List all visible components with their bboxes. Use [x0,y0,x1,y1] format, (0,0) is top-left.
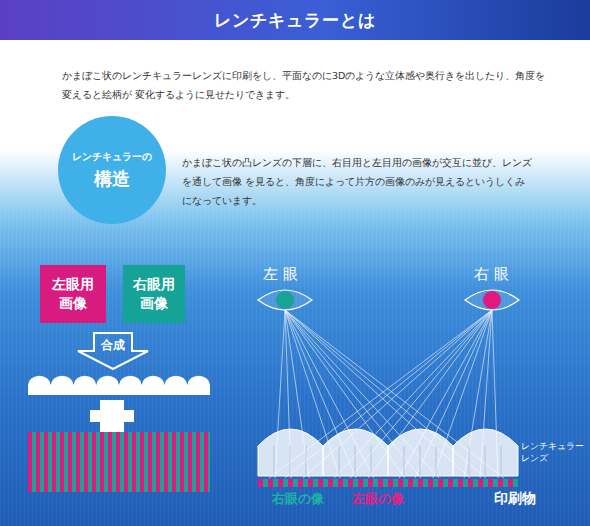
node-heading: 構造 [94,167,130,191]
structure-paragraph: かまぼこ状の凸レンズの下層に、右目用と左目用の画像が交互に並び、レンズを通して画… [182,153,532,210]
header-band: レンチキュラーとは [0,0,590,40]
lens-element [258,429,323,476]
print-label: 印刷物 [494,490,564,508]
merge-arrow: 合成 [76,332,150,370]
page-title: レンチキュラーとは [214,9,376,32]
lens-line [306,446,307,476]
lens-line [436,446,437,476]
eye-iris [276,291,294,309]
node-text: レンチキュラーの [72,150,152,164]
eye [258,290,312,310]
image-label: 右眼の像 [272,490,342,508]
lens-profile [28,376,210,395]
lens-line [501,446,502,476]
lens-line [339,446,340,476]
lens-label: レンチキュラー レンズ [521,440,587,464]
interlaced-image [28,432,210,492]
eye [465,290,519,310]
printed-strip [258,479,518,487]
lens-line [404,446,405,476]
left-image-box: 左眼用 画像 [40,265,106,323]
eye-label: 左 眼 [263,265,313,284]
plus-sign [90,400,134,432]
lens-element [388,429,453,476]
image-label: 左眼の像 [352,490,422,508]
eye-label: 右 眼 [474,265,524,284]
lens-line [485,446,486,476]
structure-circle: レンチキュラーの構造 [58,116,166,224]
lens-line [290,446,291,476]
node-text: 左眼用 画像 [50,275,96,313]
lenticular-lens [258,429,518,476]
node-text: 右眼用 画像 [131,275,177,313]
lens-line [420,446,421,476]
eye-iris [483,291,501,309]
node-text: 合成 [101,337,125,354]
lens-line [371,446,372,476]
lens-line [274,446,275,476]
arrow-outline [78,333,148,369]
intro-paragraph: かまぼこ状のレンチキュラーレンズに印刷をし、平面なのに3Dのような立体感や奥行き… [62,66,552,104]
lens-line [469,446,470,476]
texture [0,200,590,526]
lens-element [323,429,388,476]
lens-element [453,429,518,476]
lens-line [355,446,356,476]
lens-profile [28,376,210,395]
right-image-box: 右眼用 画像 [123,265,185,323]
